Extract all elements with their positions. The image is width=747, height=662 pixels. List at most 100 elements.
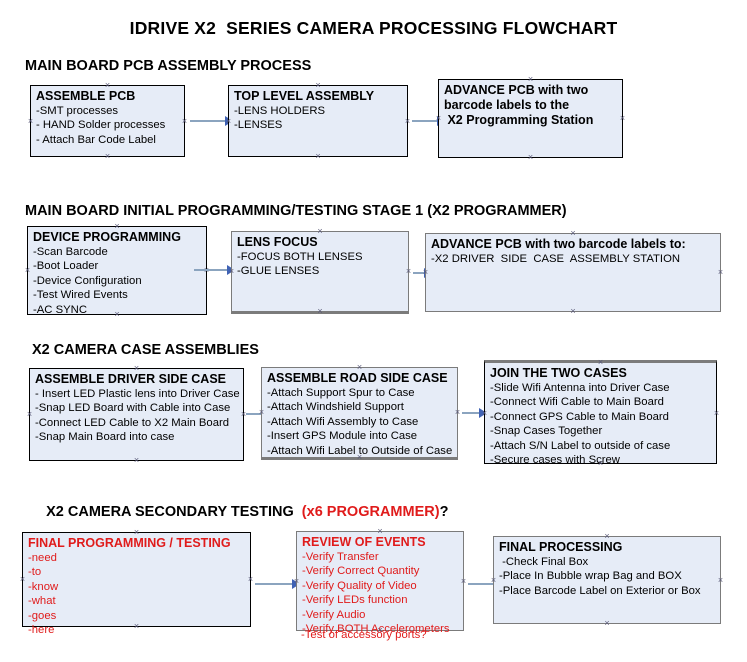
resize-handle-right[interactable] [717, 577, 724, 584]
box-line: -Attach Windshield Support [267, 401, 404, 414]
box-line: -Connect Wifi Cable to Main Board [490, 396, 664, 409]
resize-handle-right[interactable] [247, 576, 254, 583]
box-join-the-two-cases[interactable]: JOIN THE TWO CASES -Slide Wifi Antenna i… [484, 359, 720, 467]
box-title: LENS FOCUS [237, 235, 318, 249]
box-line: -Place In Bubble wrap Bag and BOX [499, 570, 682, 583]
box-line: -LENSES [234, 119, 283, 132]
resize-handle-bottom[interactable] [104, 153, 111, 160]
resize-handle-bottom[interactable] [604, 620, 611, 627]
box-title: FINAL PROGRAMMING / TESTING [28, 536, 231, 550]
box-line: -Attach Support Spur to Case [267, 387, 415, 399]
resize-handle-right[interactable] [404, 118, 411, 125]
box-title: ADVANCE PCB with two barcode labels to: [431, 237, 686, 251]
box-assemble-pcb[interactable]: ASSEMBLE PCB -SMT processes - HAND Solde… [30, 85, 185, 157]
box-line: -Snap Cases Together [490, 425, 603, 438]
resize-handle-top[interactable] [315, 82, 322, 89]
resize-handle-left[interactable] [24, 267, 31, 274]
box-line: -Verify Transfer [302, 551, 379, 563]
section-heading-4: X2 CAMERA SECONDARY TESTING (x6 PROGRAMM… [30, 488, 448, 536]
section-heading-4-suffix: ? [439, 504, 449, 520]
box-top-level-assembly[interactable]: TOP LEVEL ASSEMBLY -LENS HOLDERS -LENSES [228, 85, 408, 157]
resize-handle-top[interactable] [527, 76, 534, 83]
box-advance-pcb-station[interactable]: ADVANCE PCB with two barcode labels to t… [438, 79, 623, 158]
box-line: -Slide Wifi Antenna into Driver Case [490, 382, 670, 394]
box-line: -Boot Loader [33, 260, 99, 273]
box-device-programming[interactable]: DEVICE PROGRAMMING -Scan Barcode -Boot L… [24, 223, 207, 316]
box-assemble-road-side-case[interactable]: ASSEMBLE ROAD SIDE CASE -Attach Support … [261, 367, 458, 460]
connector-arrow-3-2 [462, 408, 487, 418]
resize-handle-right[interactable] [454, 409, 461, 416]
box-line: -Check Final Box [499, 556, 589, 568]
box-line: -GLUE LENSES [237, 265, 320, 278]
box-line: -here [28, 624, 55, 637]
resize-handle-right[interactable] [717, 269, 724, 276]
box-title: DEVICE PROGRAMMING [33, 230, 181, 244]
box-line: -Place Barcode Label on Exterior or Box [499, 584, 701, 597]
section-heading-3: X2 CAMERA CASE ASSEMBLIES [32, 342, 259, 358]
page-title: IDRIVE X2 SERIES CAMERA PROCESSING FLOWC… [129, 18, 618, 38]
connector-arrow-4-2 [468, 579, 501, 589]
box-line: barcode labels to the [444, 98, 570, 112]
box-line: -Insert GPS Module into Case [267, 430, 418, 443]
box-line: -FOCUS BOTH LENSES [237, 251, 363, 263]
box-line: -Secure cases with Screw [490, 454, 620, 467]
resize-handle-top[interactable] [133, 365, 140, 372]
resize-handle-top[interactable] [104, 82, 111, 89]
box-line: -Verify LEDs function [302, 594, 408, 607]
box-assemble-driver-side-case[interactable]: ASSEMBLE DRIVER SIDE CASE - Insert LED P… [29, 368, 244, 461]
box-title: TOP LEVEL ASSEMBLY [234, 89, 375, 103]
resize-handle-right[interactable] [405, 268, 412, 275]
box-lens-focus[interactable]: LENS FOCUS -FOCUS BOTH LENSES -GLUE LENS… [231, 231, 409, 314]
resize-handle-right[interactable] [460, 578, 467, 585]
resize-handle-bottom[interactable] [133, 457, 140, 464]
connector-arrow-3-1 [246, 409, 269, 419]
resize-handle-left[interactable] [19, 576, 26, 583]
box-title: ASSEMBLE ROAD SIDE CASE [267, 371, 448, 385]
box-title: ADVANCE PCB with two [444, 83, 589, 97]
resize-handle-top[interactable] [114, 223, 121, 230]
resize-handle-right[interactable] [619, 115, 626, 122]
connector-arrow-2-1 [194, 265, 235, 275]
resize-handle-bottom[interactable] [315, 153, 322, 160]
box-line: -to [28, 566, 42, 579]
section-heading-4-main: X2 CAMERA SECONDARY TESTING [46, 504, 302, 520]
box-review-of-events[interactable]: REVIEW OF EVENTS -Verify Transfer -Verif… [296, 531, 467, 635]
resize-handle-top[interactable] [317, 228, 324, 235]
box-title: ASSEMBLE DRIVER SIDE CASE [35, 372, 227, 386]
box-line: -Attach Wifi Label to Outside of Case [267, 444, 453, 457]
box-line: -Device Configuration [33, 274, 142, 287]
resize-handle-top[interactable] [597, 359, 604, 366]
box-line: -goes [28, 609, 57, 622]
resize-handle-top[interactable] [570, 230, 577, 237]
box-line: -Verify Audio [302, 608, 366, 621]
box-line: -Attach S/N Label to outside of case [490, 439, 671, 452]
box-line: -Verify Correct Quantity [302, 565, 420, 578]
box-overflow-line: -Test of accessory ports? [301, 629, 427, 641]
resize-handle-bottom[interactable] [570, 308, 577, 315]
box-line: -Connect GPS Cable to Main Board [490, 410, 669, 423]
box-line: -Verify BOTH Accelerometers [302, 623, 450, 636]
box-title: ASSEMBLE PCB [36, 89, 136, 103]
box-line: -Attach Wifi Assembly to Case [267, 415, 419, 428]
box-final-programming-testing[interactable]: FINAL PROGRAMMING / TESTING -need -to -k… [19, 532, 254, 636]
box-title: FINAL PROCESSING [499, 540, 623, 554]
resize-handle-top[interactable] [604, 533, 611, 540]
box-advance-pcb-driver-side[interactable]: ADVANCE PCB with two barcode labels to: … [425, 233, 721, 312]
section-heading-2: MAIN BOARD INITIAL PROGRAMMING/TESTING S… [25, 203, 567, 219]
resize-handle-right[interactable] [713, 410, 720, 417]
box-title: REVIEW OF EVENTS [302, 535, 426, 549]
box-line: -X2 DRIVER SIDE CASE ASSEMBLY STATION [431, 253, 681, 265]
resize-handle-right[interactable] [181, 118, 188, 125]
resize-handle-bottom[interactable] [317, 308, 324, 315]
section-heading-1: MAIN BOARD PCB ASSEMBLY PROCESS [25, 58, 312, 74]
resize-handle-left[interactable] [27, 118, 34, 125]
box-line: -Snap LED Board with Cable into Case [35, 402, 231, 415]
box-line: -AC SYNC [33, 303, 87, 316]
box-line: - Attach Bar Code Label [36, 133, 156, 146]
box-line: -Snap Main Board into case [35, 431, 175, 444]
resize-handle-left[interactable] [26, 411, 33, 418]
resize-handle-bottom[interactable] [527, 154, 534, 161]
resize-handle-top[interactable] [356, 364, 363, 371]
box-final-processing[interactable]: FINAL PROCESSING -Check Final Box -Place… [493, 536, 721, 624]
